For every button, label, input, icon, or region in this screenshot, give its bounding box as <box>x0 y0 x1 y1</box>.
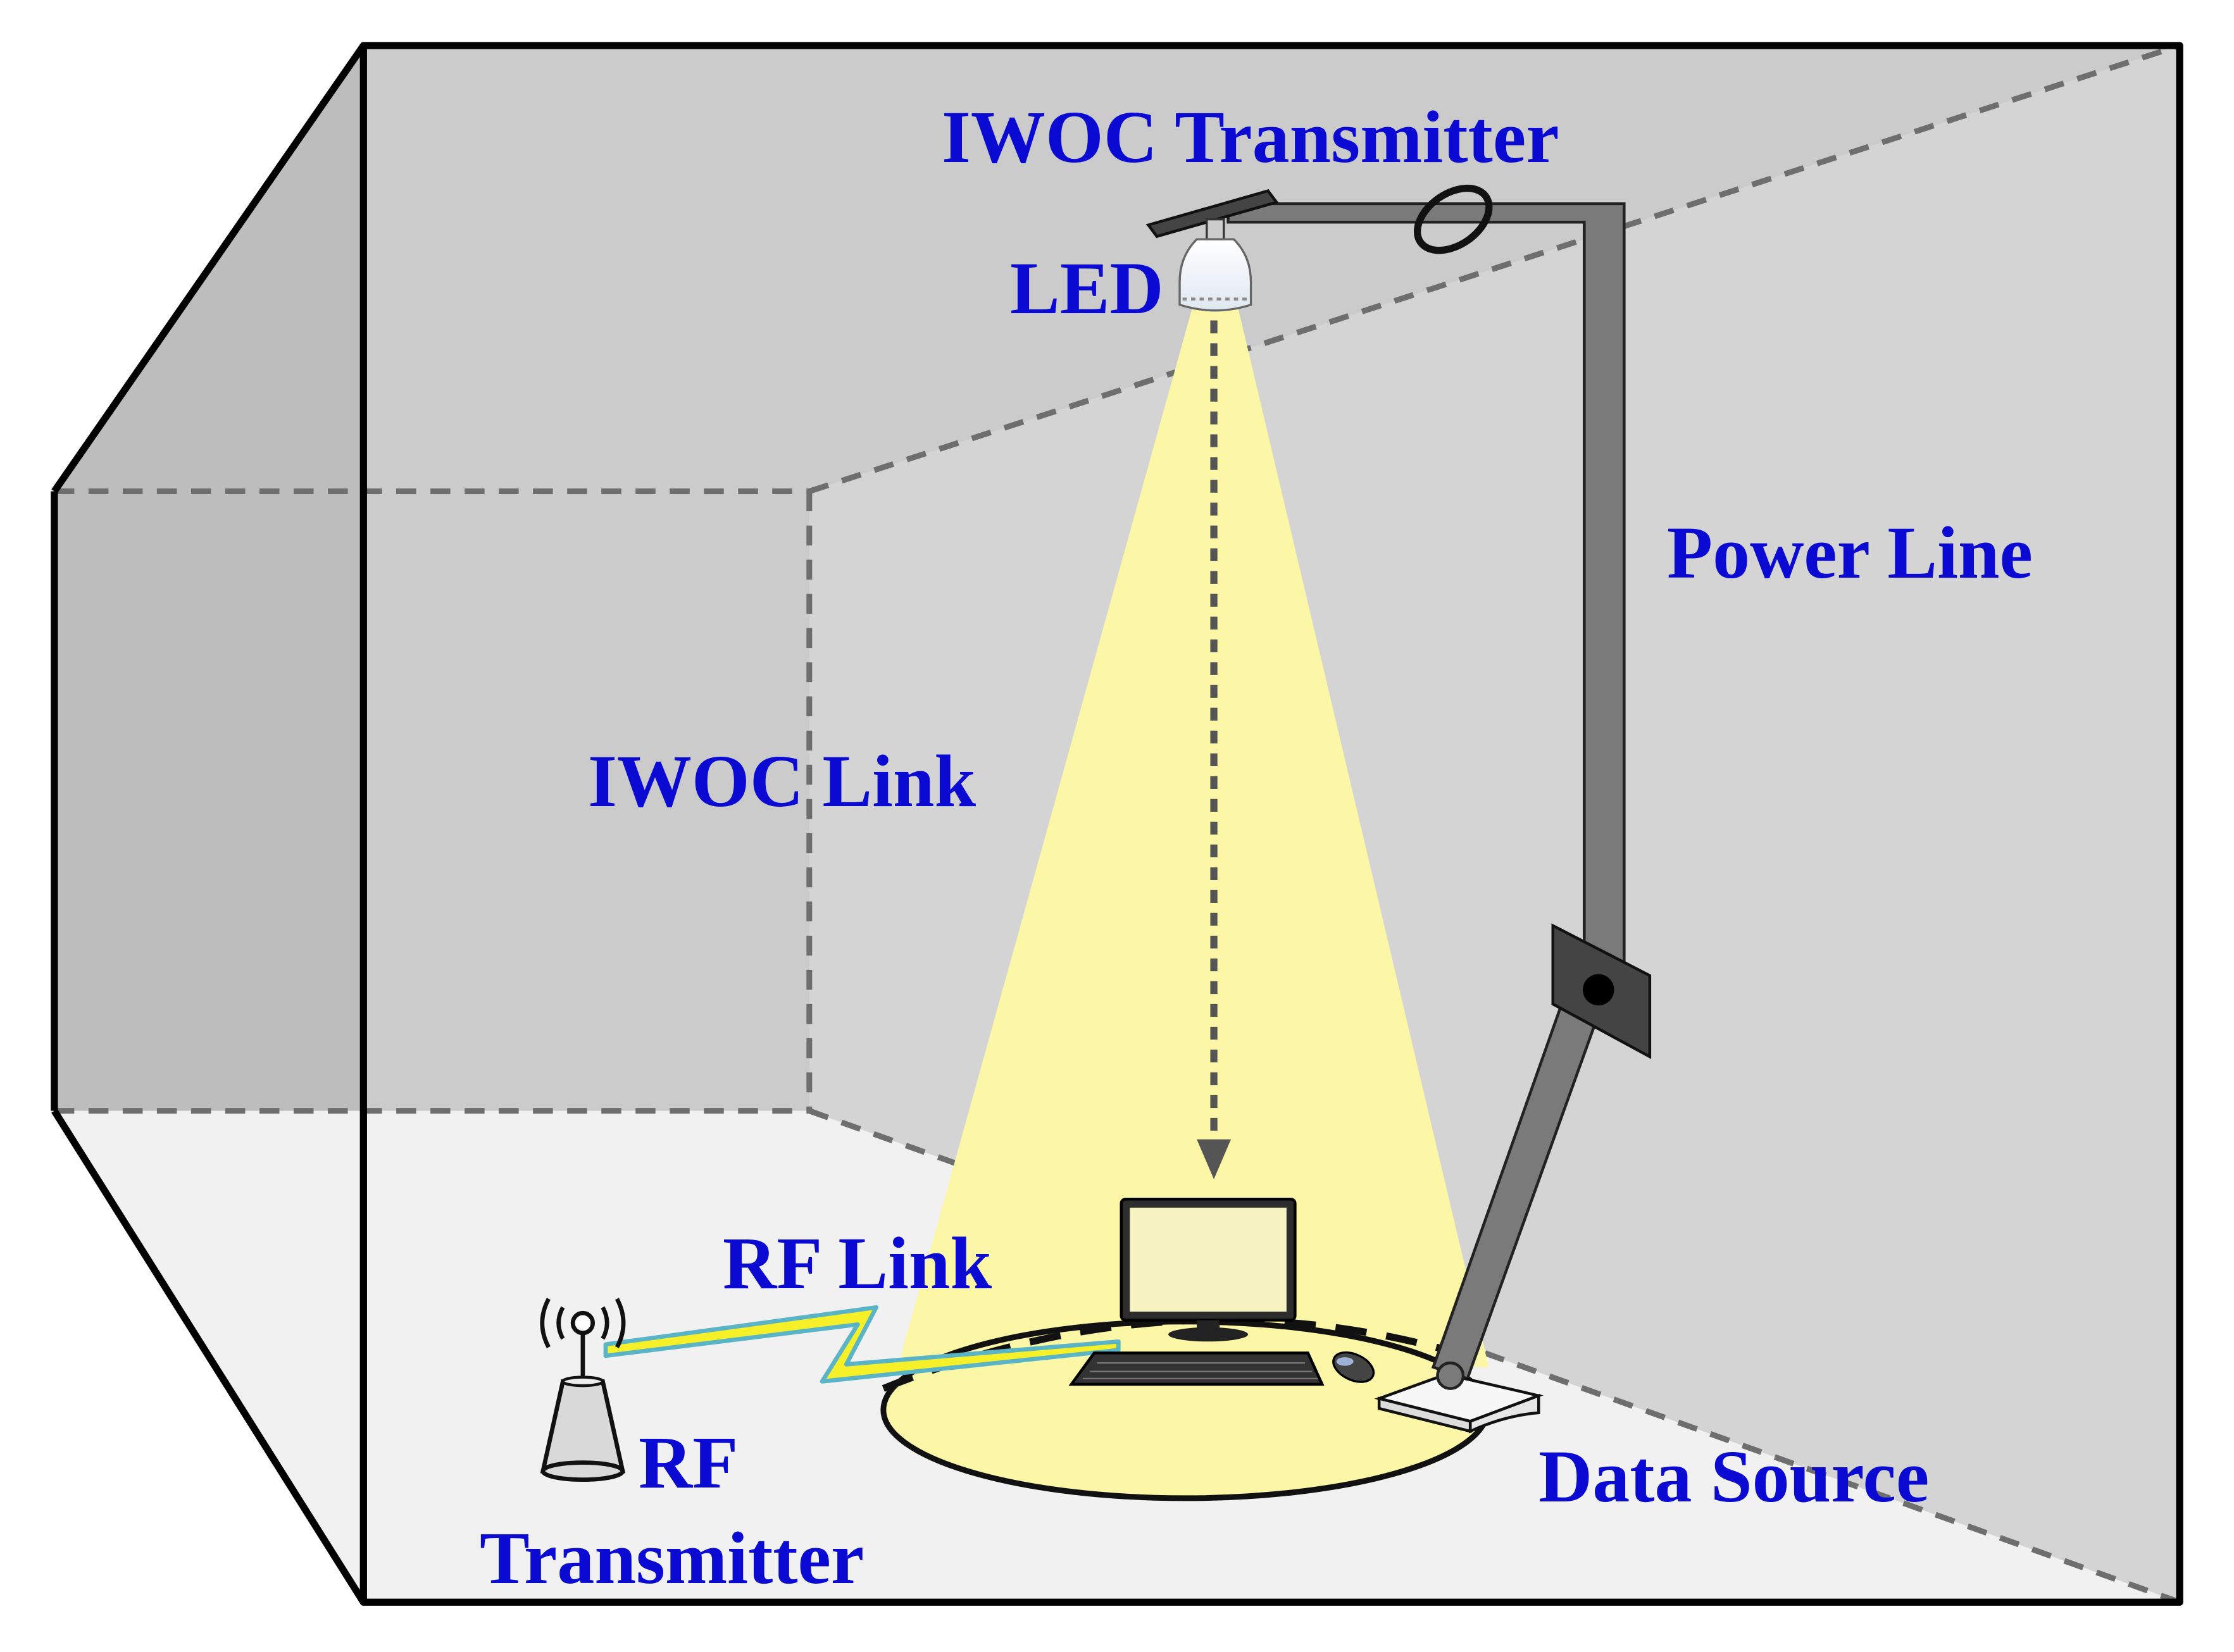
light-cone <box>897 302 1489 1367</box>
led-bulb-icon <box>1178 218 1252 312</box>
light-fixture-icon <box>1145 189 1279 239</box>
label-iwoc-link: IWOC Link <box>588 740 977 823</box>
power-line-clamp <box>1413 184 1493 254</box>
mouse-icon <box>1332 1351 1375 1383</box>
monitor-icon <box>1120 1197 1297 1342</box>
iwoc-link-arrowhead <box>1197 1139 1232 1179</box>
room-outline <box>51 42 2183 1606</box>
keyboard-icon <box>1068 1351 1325 1386</box>
label-transmitter: Transmitter <box>480 1517 864 1599</box>
label-data-source: Data Source <box>1538 1435 1930 1518</box>
label-led: LED <box>1010 247 1164 330</box>
router-box-icon <box>1374 1361 1544 1434</box>
label-rf-link: RF Link <box>723 1222 992 1305</box>
rf-link-bolt <box>603 1305 1121 1384</box>
antenna-icon <box>540 1298 626 1482</box>
label-iwoc-transmitter: IWOC Transmitter <box>942 96 1559 178</box>
label-power-line: Power Line <box>1667 511 2033 594</box>
label-rf: RF <box>639 1421 739 1504</box>
